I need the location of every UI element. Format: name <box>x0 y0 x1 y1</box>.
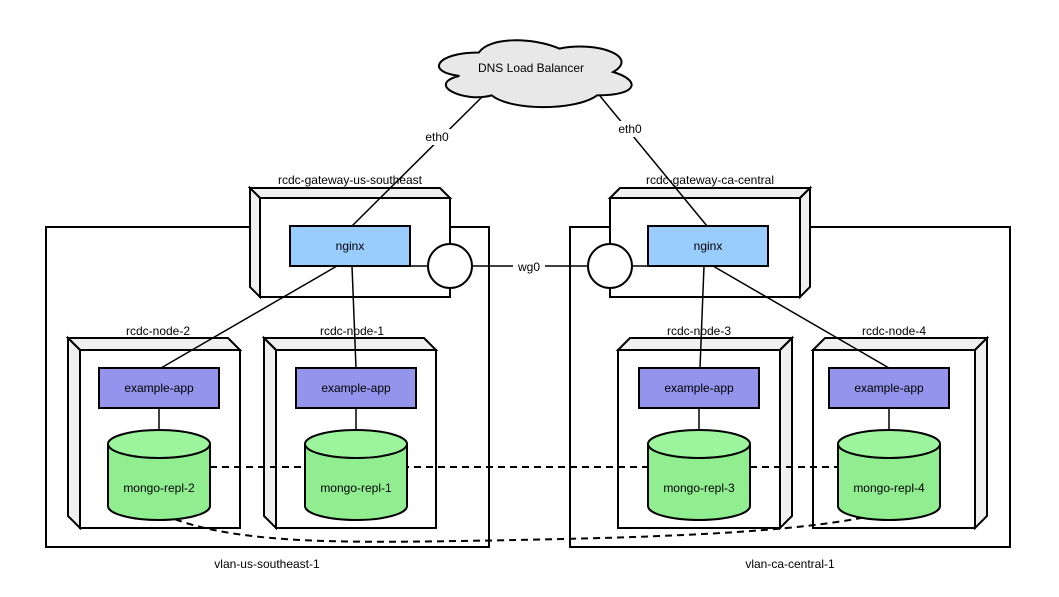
mongo2-top <box>107 429 211 459</box>
nginx-left-label: nginx <box>336 239 365 253</box>
eth0-left-label: eth0 <box>425 130 449 144</box>
edge-nginx-right-to-node4 <box>712 265 890 369</box>
node1-label: rcdc-node-1 <box>320 324 384 338</box>
database-mongo-repl-1: mongo-repl-1 <box>304 429 408 521</box>
eth0-left-label-bg <box>419 129 456 145</box>
app-node3: example-app <box>638 367 760 409</box>
node4-label: rcdc-node-4 <box>862 324 926 338</box>
gateway-right-side-bevel <box>799 185 811 300</box>
mongo3-label: mongo-repl-3 <box>663 481 735 495</box>
mongo-replication-link-curved <box>163 512 885 543</box>
app-node1: example-app <box>295 367 417 409</box>
nginx-right-label: nginx <box>694 239 723 253</box>
mongo2-body <box>107 444 211 521</box>
eth0-label-left: eth0 <box>419 129 456 145</box>
gateway-left-label: rcdc-gateway-us-southeast <box>278 173 423 187</box>
gateway-right-label: rcdc-gateway-ca-central <box>646 173 774 187</box>
mongo3-body <box>647 444 751 521</box>
node3-top-bevel <box>615 337 795 351</box>
mongo3-top <box>647 429 751 459</box>
nginx-left-box <box>289 225 411 267</box>
wg0-interface-circle-left <box>427 243 473 289</box>
database-mongo-repl-3: mongo-repl-3 <box>647 429 751 521</box>
dns-load-balancer-cloud: DNS Load Balancer <box>437 39 633 109</box>
mongo4-body <box>837 444 941 521</box>
node3-side-bevel <box>779 335 793 531</box>
cloud-label: DNS Load Balancer <box>478 61 584 75</box>
wg0-interface-circle-right <box>587 243 633 289</box>
node1-side-bevel <box>263 335 277 531</box>
service-nginx-right: nginx <box>647 225 769 267</box>
node3-label: rcdc-node-3 <box>667 324 731 338</box>
edge-nginx-left-to-node1 <box>351 265 357 369</box>
wg0-label-bg <box>513 259 545 274</box>
mongo4-top <box>837 429 941 459</box>
eth0-right-label-bg <box>612 121 649 137</box>
edge-cloud-to-nginx-left <box>351 95 484 227</box>
mongo1-label: mongo-repl-1 <box>320 481 392 495</box>
mongo1-top <box>304 429 408 459</box>
node4-side-bevel <box>974 335 988 531</box>
gateway-us-southeast: rcdc-gateway-us-southeast <box>247 173 453 300</box>
edge-cloud-to-nginx-right <box>599 95 708 227</box>
cloud-shape <box>437 39 633 109</box>
app-node4-box <box>828 367 950 409</box>
service-nginx-left: nginx <box>289 225 411 267</box>
app-node1-box <box>295 367 417 409</box>
database-mongo-repl-2: mongo-repl-2 <box>107 429 211 521</box>
wg0-label: wg0 <box>513 259 545 274</box>
gateway-left-top-bevel <box>247 187 453 199</box>
app-node2-label: example-app <box>124 381 194 395</box>
app-node4-label: example-app <box>854 381 924 395</box>
vlan-left-label: vlan-us-southeast-1 <box>214 557 320 571</box>
app-node1-label: example-app <box>321 381 391 395</box>
node2-label: rcdc-node-2 <box>126 324 190 338</box>
app-node3-box <box>638 367 760 409</box>
edge-nginx-left-to-node2 <box>160 265 338 369</box>
app-node3-label: example-app <box>664 381 734 395</box>
mongo1-body <box>304 444 408 521</box>
eth0-right-label: eth0 <box>618 122 642 136</box>
eth0-label-right: eth0 <box>612 121 649 137</box>
app-node4: example-app <box>828 367 950 409</box>
vlan-right-label: vlan-ca-central-1 <box>745 557 835 571</box>
app-node2: example-app <box>98 367 220 409</box>
edge-nginx-right-to-node3 <box>699 265 705 369</box>
gateway-right-top-bevel <box>607 187 813 199</box>
mongo2-label: mongo-repl-2 <box>123 481 195 495</box>
node2-top-bevel <box>65 337 243 351</box>
nginx-right-box <box>647 225 769 267</box>
database-mongo-repl-4: mongo-repl-4 <box>837 429 941 521</box>
wg0-label-text: wg0 <box>517 260 540 274</box>
node1-top-bevel <box>261 337 439 351</box>
node2-side-bevel <box>67 335 81 531</box>
gateway-left-side-bevel <box>249 185 261 300</box>
mongo4-label: mongo-repl-4 <box>853 481 925 495</box>
app-node2-box <box>98 367 220 409</box>
